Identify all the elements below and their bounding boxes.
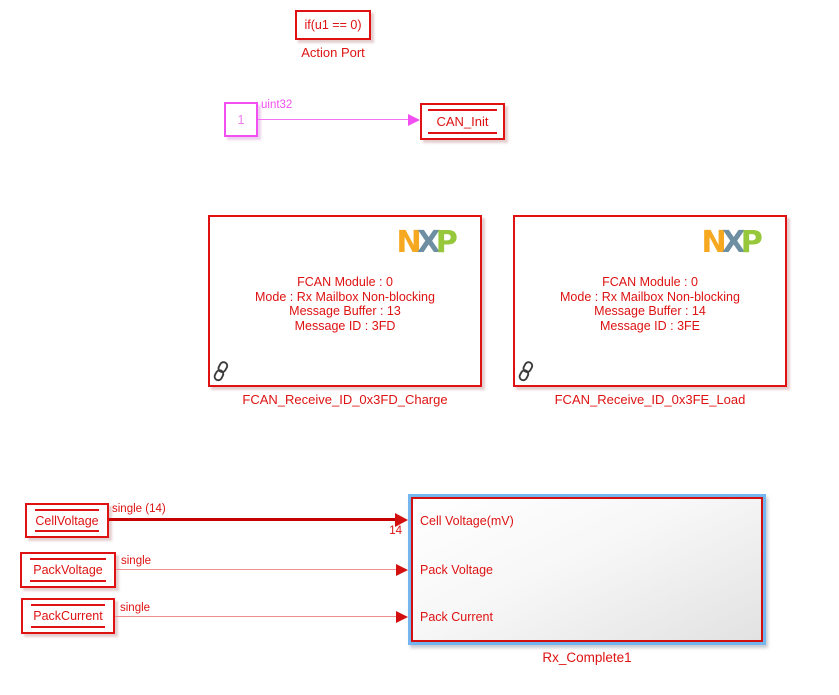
can-init-block[interactable]: CAN_Init [420, 103, 505, 140]
fcan-msgid-line: Message ID : 3FE [599, 318, 701, 333]
library-link-icon[interactable] [518, 361, 534, 382]
nxp-letter-n: N [701, 225, 724, 258]
packcurrent-name: PackCurrent [33, 609, 103, 623]
fcan-mode-line: Mode : Rx Mailbox Non-blocking [255, 289, 435, 304]
cellvoltage-name: CellVoltage [35, 513, 99, 528]
signal-type-annotation: uint32 [261, 99, 293, 111]
packcurrent-signal-annotation: single [120, 602, 151, 614]
fcan-mode-line: Mode : Rx Mailbox Non-blocking [560, 289, 740, 304]
fcan-module-line: FCAN Module : 0 [602, 275, 698, 289]
constant-block[interactable]: 1 [224, 102, 258, 137]
cellvoltage-signal-annotation: single (14) [112, 503, 166, 515]
fcan-receive-3fd-block[interactable]: NXP FCAN Module : 0 Mode : Rx Mailbox No… [208, 215, 482, 387]
svg-text:NXP: NXP [701, 225, 762, 258]
fcan-module-line: FCAN Module : 0 [297, 275, 393, 289]
arrowhead-packvoltage [396, 564, 408, 576]
arrowhead-cellvoltage [395, 513, 408, 527]
action-port-block[interactable]: if(u1 == 0) [295, 10, 371, 40]
arrowhead-packcurrent [396, 611, 408, 623]
packvoltage-block[interactable]: PackVoltage [20, 552, 116, 588]
fcan-receive-3fe-label[interactable]: FCAN_Receive_ID_0x3FE_Load [554, 392, 746, 407]
rx-complete1-label[interactable]: Rx_Complete1 [542, 650, 632, 665]
packcurrent-block[interactable]: PackCurrent [21, 598, 115, 634]
packvoltage-name: PackVoltage [33, 563, 103, 577]
signal-line-cellvoltage[interactable] [109, 518, 396, 521]
signal-line-packcurrent[interactable] [115, 616, 396, 617]
fcan-parameters-text: FCAN Module : 0 Mode : Rx Mailbox Non-bl… [210, 275, 480, 333]
signal-line-packvoltage[interactable] [116, 569, 396, 570]
port-label-cell-voltage: Cell Voltage(mV) [420, 514, 514, 528]
rx-complete1-block[interactable]: Cell Voltage(mV) Pack Voltage Pack Curre… [408, 494, 766, 645]
cellvoltage-block[interactable]: CellVoltage [25, 503, 109, 538]
svg-text:NXP: NXP [396, 225, 457, 258]
nxp-logo: NXP [396, 225, 461, 258]
fcan-parameters-text: FCAN Module : 0 Mode : Rx Mailbox Non-bl… [515, 275, 785, 333]
packvoltage-signal-annotation: single [121, 555, 152, 567]
constant-value: 1 [237, 112, 245, 127]
action-port-expression: if(u1 == 0) [304, 18, 362, 32]
action-port-label[interactable]: Action Port [301, 45, 365, 60]
fcan-buffer-line: Message Buffer : 14 [594, 304, 706, 318]
library-link-icon[interactable] [213, 361, 229, 382]
port-label-pack-voltage: Pack Voltage [420, 563, 493, 577]
nxp-letter-p: P [741, 225, 763, 258]
signal-width-annotation: 14 [389, 525, 402, 537]
rx-complete1-body: Cell Voltage(mV) Pack Voltage Pack Curre… [411, 497, 763, 642]
signal-line-can-init[interactable] [258, 119, 409, 120]
fcan-msgid-line: Message ID : 3FD [294, 318, 396, 333]
can-init-label: CAN_Init [436, 114, 489, 129]
nxp-letter-p: P [436, 225, 458, 258]
fcan-receive-3fd-label[interactable]: FCAN_Receive_ID_0x3FD_Charge [242, 392, 448, 407]
nxp-logo: NXP [701, 225, 766, 258]
port-label-pack-current: Pack Current [420, 610, 493, 624]
fcan-buffer-line: Message Buffer : 13 [289, 304, 401, 318]
fcan-receive-3fe-block[interactable]: NXP FCAN Module : 0 Mode : Rx Mailbox No… [513, 215, 787, 387]
nxp-letter-n: N [396, 225, 419, 258]
arrowhead-can-init [408, 114, 420, 126]
